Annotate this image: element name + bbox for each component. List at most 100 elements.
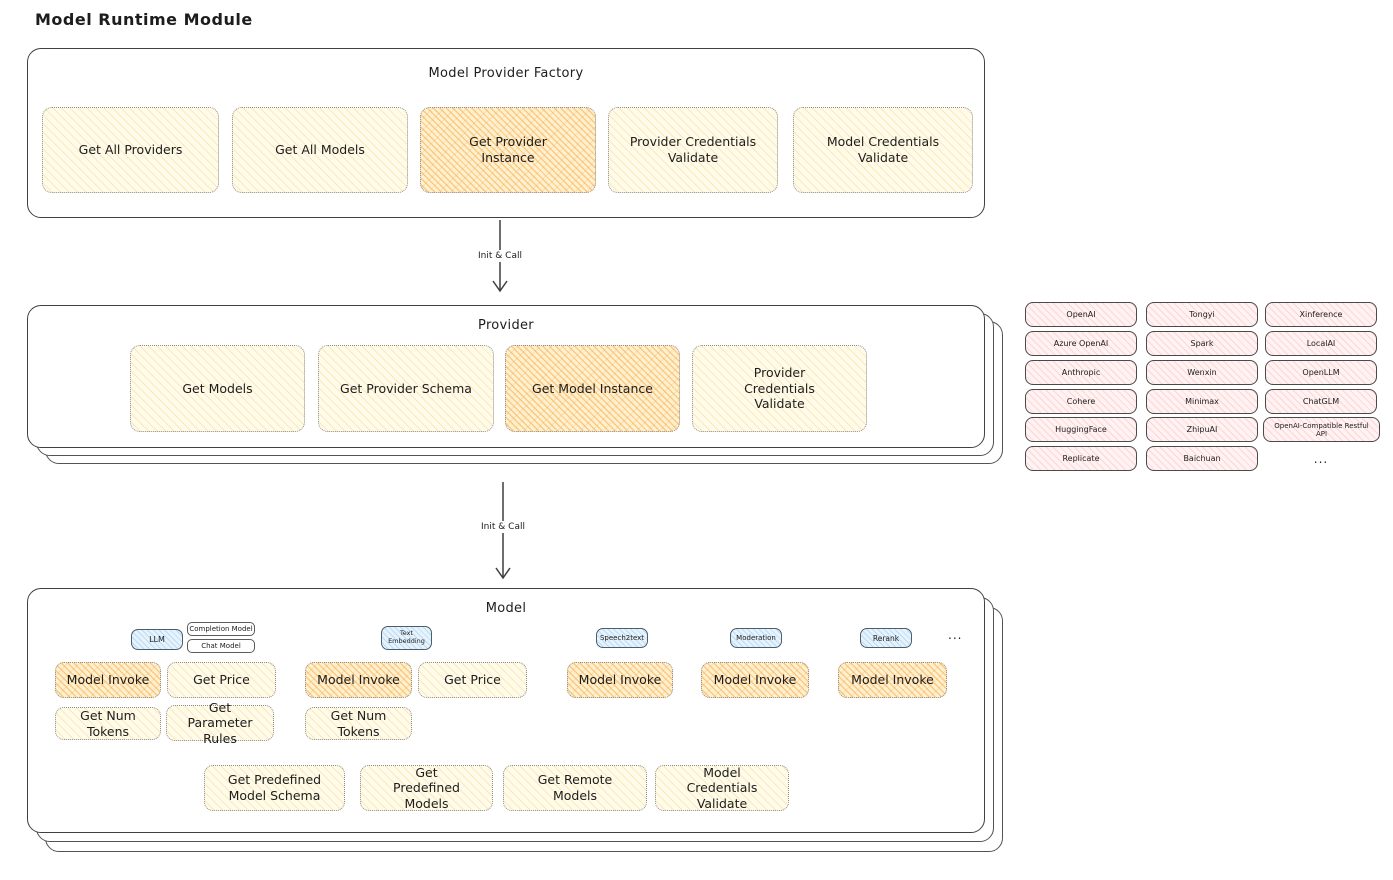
node-label: Get Price — [193, 672, 250, 688]
chip-replicate: Replicate — [1025, 446, 1137, 471]
chip-baichuan: Baichuan — [1146, 446, 1258, 471]
node-get-provider-instance: Get Provider Instance — [420, 107, 596, 193]
chip-minimax: Minimax — [1146, 389, 1258, 414]
node-get-all-models: Get All Models — [232, 107, 408, 193]
node-label: Model Credentials Validate — [686, 764, 758, 811]
provider-title: Provider — [478, 318, 534, 333]
node-label: Get Model Instance — [532, 380, 653, 396]
node-label: Provider Credentials Validate — [629, 134, 757, 165]
factory-title: Model Provider Factory — [428, 66, 584, 81]
chip-azure-openai: Azure OpenAI — [1025, 331, 1137, 356]
chip-label: Replicate — [1062, 454, 1100, 463]
chip-wenxin: Wenxin — [1146, 360, 1258, 385]
chip-chatglm: ChatGLM — [1265, 389, 1377, 414]
model-title: Model — [485, 601, 527, 616]
chips-ellipsis: ... — [1313, 451, 1329, 466]
node-model-invoke-moderation: Model Invoke — [701, 662, 809, 698]
node-provider-credentials-validate: Provider Credentials Validate — [608, 107, 778, 193]
chip-label: Tongyi — [1189, 310, 1215, 319]
chip-label: ChatGLM — [1302, 397, 1340, 406]
node-get-predefined-models: Get Predefined Models — [360, 765, 493, 811]
node-label: Model Invoke — [66, 672, 150, 688]
chip-anthropic: Anthropic — [1025, 360, 1137, 385]
tab-label: Chat Model — [201, 642, 241, 650]
chip-localai: LocalAI — [1265, 331, 1377, 356]
node-label: Model Invoke — [851, 672, 934, 688]
chip-label: Baichuan — [1183, 454, 1221, 463]
chip-zhipuai: ZhipuAI — [1146, 417, 1258, 442]
chip-xinference: Xinference — [1265, 302, 1377, 327]
node-label: Get Num Tokens — [330, 707, 387, 739]
node-model-credentials-validate-2: Model Credentials Validate — [655, 765, 789, 811]
tab-completion-model: Completion Model — [187, 622, 255, 636]
node-label: Get Predefined Models — [393, 764, 460, 811]
tab-text-embedding: Text Embedding — [381, 626, 432, 650]
node-model-credentials-validate: Model Credentials Validate — [793, 107, 973, 193]
tab-label: Completion Model — [189, 625, 253, 633]
chip-cohere: Cohere — [1025, 389, 1137, 414]
chip-label: OpenLLM — [1302, 368, 1340, 377]
node-label: Get Num Tokens — [80, 707, 136, 739]
chip-spark: Spark — [1146, 331, 1258, 356]
tab-rerank: Rerank — [860, 628, 912, 648]
arrow-label-init-call-1: Init & Call — [473, 250, 527, 262]
chip-label: OpenAI-Compatible Restful API — [1274, 421, 1369, 438]
node-label: Get All Providers — [78, 142, 183, 158]
node-get-provider-schema: Get Provider Schema — [318, 345, 494, 432]
node-label: Get Price — [444, 672, 501, 688]
chip-label: Spark — [1190, 339, 1214, 348]
node-label: Get Provider Schema — [340, 380, 472, 396]
node-get-price-llm: Get Price — [167, 662, 276, 698]
node-label: Get Parameter Rules — [187, 699, 253, 746]
chip-label: HuggingFace — [1055, 425, 1107, 434]
node-label: Get Models — [182, 380, 253, 396]
node-label: Model Credentials Validate — [826, 134, 940, 165]
arrow-label-init-call-2: Init & Call — [476, 521, 530, 533]
tab-label: LLM — [149, 634, 165, 644]
node-label: Get All Models — [275, 142, 365, 158]
chip-label: Anthropic — [1061, 368, 1101, 377]
node-get-num-tokens-text-embedding: Get Num Tokens — [305, 707, 412, 740]
chip-openai-compatible-restful-api: OpenAI-Compatible Restful API — [1263, 417, 1380, 442]
node-get-remote-models: Get Remote Models — [503, 765, 647, 811]
page-title: Model Runtime Module — [35, 10, 253, 29]
chip-label: Wenxin — [1187, 368, 1217, 377]
node-label: Model Invoke — [317, 672, 400, 688]
node-label: Get Predefined Model Schema — [227, 772, 322, 803]
node-model-invoke-speech2text: Model Invoke — [567, 662, 673, 698]
tab-label: Text Embedding — [388, 629, 425, 645]
chip-huggingface: HuggingFace — [1025, 417, 1137, 442]
tab-label: Speech2text — [599, 633, 645, 642]
tab-label: Rerank — [872, 633, 900, 643]
node-provider-credentials-validate-2: Provider Credentials Validate — [692, 345, 867, 432]
node-get-price-text-embedding: Get Price — [418, 662, 527, 698]
tab-label: Moderation — [736, 633, 776, 642]
chip-label: OpenAI — [1066, 310, 1096, 319]
chip-label: Cohere — [1066, 397, 1096, 406]
chip-openai: OpenAI — [1025, 302, 1137, 327]
node-model-invoke-text-embedding: Model Invoke — [305, 662, 412, 698]
tabs-ellipsis: ... — [948, 628, 963, 642]
node-label: Get Remote Models — [537, 772, 613, 803]
node-model-invoke-rerank: Model Invoke — [838, 662, 947, 698]
node-label: Get Provider Instance — [469, 134, 547, 165]
node-label: Model Invoke — [578, 672, 662, 688]
chip-label: Xinference — [1299, 310, 1343, 319]
chip-label: ZhipuAI — [1186, 425, 1218, 434]
node-get-num-tokens-llm: Get Num Tokens — [55, 707, 161, 740]
tab-moderation: Moderation — [730, 628, 782, 648]
tab-chat-model: Chat Model — [187, 639, 255, 653]
node-get-all-providers: Get All Providers — [42, 107, 219, 193]
chip-label: Azure OpenAI — [1053, 339, 1109, 348]
node-label: Provider Credentials Validate — [744, 365, 815, 412]
node-model-invoke-llm: Model Invoke — [55, 662, 161, 698]
node-get-parameter-rules: Get Parameter Rules — [166, 700, 274, 746]
tab-speech2text: Speech2text — [596, 628, 648, 648]
chip-label: LocalAI — [1306, 339, 1336, 348]
chip-tongyi: Tongyi — [1146, 302, 1258, 327]
node-get-predefined-model-schema: Get Predefined Model Schema — [204, 765, 345, 811]
node-label: Model Invoke — [713, 672, 797, 688]
tab-llm: LLM — [131, 629, 183, 650]
chip-openllm: OpenLLM — [1265, 360, 1377, 385]
